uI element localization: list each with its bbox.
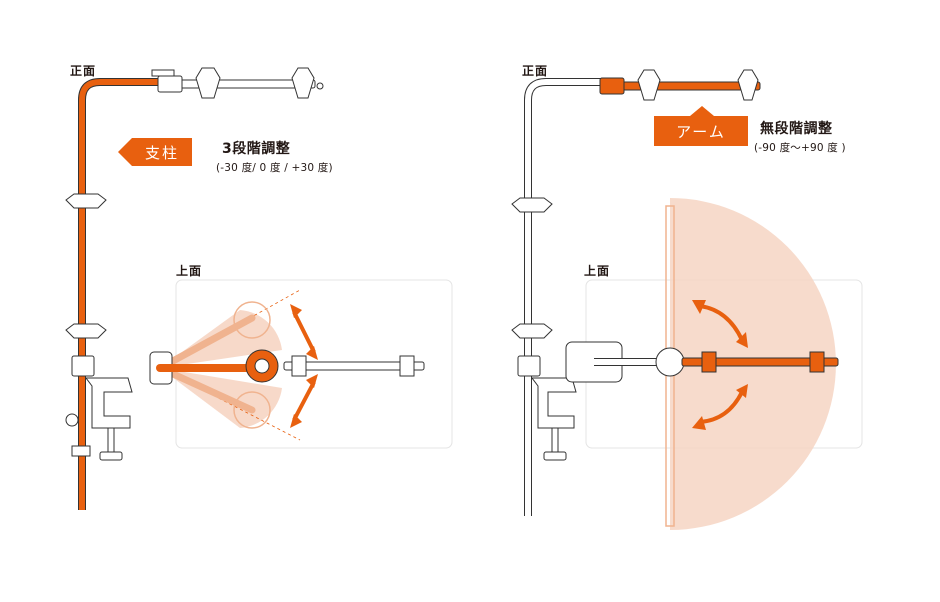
left-front-label: 正面 xyxy=(70,64,97,78)
left-pole-clip-1 xyxy=(65,193,107,209)
right-top-joint xyxy=(655,347,685,377)
right-adjust-range: (-90 度〜+90 度 ) xyxy=(754,142,846,154)
left-rotate-arrow-up xyxy=(292,311,316,353)
left-top-label: 上面 xyxy=(176,264,203,278)
right-rotate-arrow-down xyxy=(699,391,744,424)
right-clamp-body xyxy=(531,377,577,429)
left-pole-clip-2 xyxy=(65,323,107,339)
right-callout-label: アーム xyxy=(676,123,726,141)
left-clamp-screw xyxy=(107,427,115,453)
left-rotate-arrow-down xyxy=(292,381,316,421)
right-arm-clip-2 xyxy=(737,69,759,101)
left-ghost-arm-upper xyxy=(156,314,256,372)
left-arm-clip-2 xyxy=(291,67,315,99)
right-pole-clip-2 xyxy=(511,323,553,339)
left-clamp-body xyxy=(85,377,133,429)
left-arm-clip-1 xyxy=(195,67,221,99)
right-pole-clip-1 xyxy=(511,197,553,213)
right-pole xyxy=(524,78,606,516)
left-adjust-range: (-30 度/ 0 度 / +30 度) xyxy=(216,162,333,174)
right-rotate-arrow-up xyxy=(699,304,744,341)
left-clamp-knob xyxy=(65,413,79,427)
left-ghost-joint-upper xyxy=(233,301,271,339)
left-adjust-title: 3段階調整 xyxy=(222,141,291,157)
right-top-label: 上面 xyxy=(584,264,611,278)
right-front-label: 正面 xyxy=(522,64,549,78)
left-ghost-arm-lower xyxy=(156,364,256,414)
left-top-arm-white xyxy=(283,361,425,371)
left-clamp-head xyxy=(71,355,95,377)
right-adjust-title: 無段階調整 xyxy=(760,121,833,137)
right-top-arm-highlighted-h xyxy=(681,357,839,367)
left-callout-shape xyxy=(118,138,192,166)
right-clamp-screw xyxy=(551,427,559,453)
right-clamp-head xyxy=(517,355,541,377)
left-callout-label: 支柱 xyxy=(144,143,179,162)
left-ghost-joint-lower xyxy=(233,391,271,429)
right-arm-clip-1 xyxy=(637,69,661,101)
right-callout-shape xyxy=(654,106,748,146)
